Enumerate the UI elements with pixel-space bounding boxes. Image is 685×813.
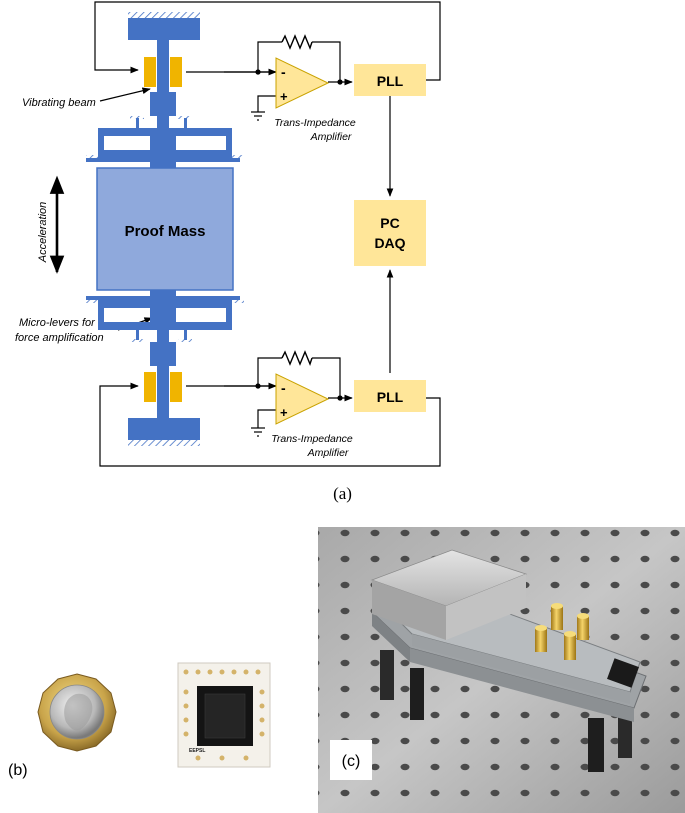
- junction-dots: [255, 69, 343, 401]
- caption-c-box: [330, 740, 372, 780]
- pll-block-top: [354, 64, 426, 96]
- tia-label-bottom-line1: Trans-Impedance: [271, 433, 353, 445]
- device-package: [370, 549, 647, 772]
- mems-structure: [86, 12, 244, 446]
- bottom-feedback-wire: [99, 382, 441, 467]
- caption-b: (b): [8, 762, 28, 779]
- top-feedback-resistor: [281, 34, 313, 50]
- bottom-electrode-right: [170, 372, 182, 402]
- pll-bottom-label: PLL: [377, 389, 404, 405]
- bottom-feedback-resistor: [281, 350, 313, 366]
- ground-symbol-top: [251, 111, 265, 121]
- micro-levers-label-line2: force amplification: [15, 332, 104, 344]
- pc-label: PC: [380, 215, 399, 231]
- chip: EEPSL: [177, 662, 271, 768]
- caption-a: (a): [333, 484, 352, 503]
- bottom-electrode-left: [144, 372, 156, 402]
- top-electrode-right: [170, 57, 182, 87]
- queen-profile-icon: [64, 693, 93, 731]
- top-opamp-plus: +: [280, 89, 288, 104]
- caption-c: (c): [342, 753, 361, 770]
- proof-mass-label: Proof Mass: [125, 223, 206, 240]
- pll-top-label: PLL: [377, 73, 404, 89]
- chip-logo-text: EEPSL: [189, 748, 205, 754]
- top-opamp: [275, 57, 330, 109]
- tia-label-top-line1: Trans-Impedance: [274, 117, 356, 129]
- tia-label-top-line2: Amplifier: [310, 131, 352, 143]
- acceleration-label: Acceleration: [37, 202, 49, 264]
- pll-block-bottom: [354, 380, 426, 412]
- micro-levers-label-line1: Micro-levers for: [19, 317, 96, 329]
- top-feedback-wire: [94, 1, 441, 81]
- daq-label: DAQ: [374, 235, 405, 251]
- sma-connectors: [535, 603, 589, 660]
- bottom-opamp-plus: +: [280, 405, 288, 420]
- bottom-opamp: [275, 373, 330, 425]
- top-opamp-minus: -: [281, 64, 286, 80]
- vibrating-beam-label: Vibrating beam: [22, 97, 96, 109]
- proof-mass: [96, 167, 234, 291]
- pc-daq-block: [354, 200, 426, 266]
- tia-label-bottom-line2: Amplifier: [307, 447, 349, 459]
- ground-symbol-bottom: [251, 427, 265, 437]
- bottom-opamp-minus: -: [281, 380, 286, 396]
- top-electrode-left: [144, 57, 156, 87]
